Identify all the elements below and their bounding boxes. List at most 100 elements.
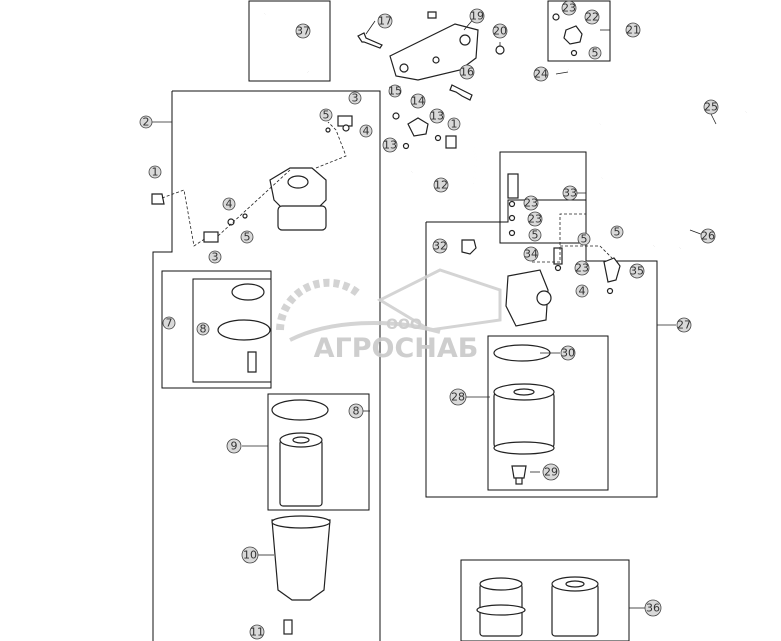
- callout-23-c[interactable]: 23: [574, 260, 590, 276]
- callout-34[interactable]: 34: [523, 246, 539, 262]
- svg-text:23: 23: [575, 262, 589, 275]
- filter-head-27-drawing: [505, 269, 549, 327]
- svg-text:26: 26: [701, 230, 715, 243]
- filter-element-9-body: [279, 439, 323, 507]
- svg-text:17: 17: [378, 15, 392, 28]
- filter-head-2-base: [277, 205, 327, 231]
- watermark-gear-icon: [276, 278, 363, 331]
- svg-text:16: 16: [460, 66, 474, 79]
- svg-text:34: 34: [524, 248, 538, 261]
- callout-25[interactable]: 25: [703, 99, 719, 115]
- callouts: 37 17 19 20 16 23 22 21 5 24 25 2 1 3 5 …: [139, 0, 719, 640]
- svg-text:5: 5: [581, 233, 588, 246]
- callout-26[interactable]: 26: [700, 228, 716, 244]
- callout-23-top[interactable]: 23: [561, 0, 577, 16]
- callout-22[interactable]: 22: [584, 9, 600, 25]
- fitting-34-drawing: [553, 247, 563, 265]
- callout-5-21[interactable]: 5: [588, 47, 602, 60]
- oring-5-21-drawing: [570, 49, 578, 57]
- fitting-3-lower-drawing: [203, 231, 219, 243]
- oring-4-27-drawing: [606, 287, 614, 295]
- callout-5-33[interactable]: 5: [528, 229, 542, 242]
- callout-37[interactable]: 37: [295, 23, 311, 39]
- callout-7[interactable]: 7: [162, 317, 176, 330]
- callout-24[interactable]: 24: [533, 66, 549, 82]
- callout-3-upper[interactable]: 3: [348, 92, 362, 105]
- svg-text:23: 23: [528, 213, 542, 226]
- callout-4-upper[interactable]: 4: [359, 125, 373, 138]
- callout-1-right[interactable]: 1: [447, 118, 461, 131]
- callout-19[interactable]: 19: [469, 8, 485, 24]
- callout-4-27[interactable]: 4: [575, 285, 589, 298]
- callout-8-lower[interactable]: 8: [348, 403, 364, 419]
- svg-text:5: 5: [244, 231, 251, 244]
- washer-15-drawing: [392, 112, 400, 120]
- valve-7-drawing: [247, 351, 257, 373]
- svg-text:22: 22: [585, 11, 599, 24]
- callout-5-lower[interactable]: 5: [240, 231, 254, 244]
- svg-text:8: 8: [353, 405, 360, 418]
- svg-text:5: 5: [614, 226, 621, 239]
- oring-4-upper-drawing: [342, 124, 350, 132]
- callout-1-left[interactable]: 1: [148, 166, 162, 179]
- callout-11[interactable]: 11: [249, 624, 265, 640]
- callout-33[interactable]: 33: [562, 185, 578, 201]
- callout-13-lower[interactable]: 13: [382, 137, 398, 153]
- callout-8-upper[interactable]: 8: [196, 323, 210, 336]
- oring-8-lower-drawing: [271, 399, 329, 421]
- svg-text:36: 36: [646, 602, 660, 615]
- callout-5-upper[interactable]: 5: [319, 109, 333, 122]
- callout-36[interactable]: 36: [644, 599, 662, 617]
- box-28: [487, 335, 609, 491]
- callout-5-35[interactable]: 5: [610, 226, 624, 239]
- parts: [151, 11, 747, 637]
- fitting-32-drawing: [461, 239, 477, 255]
- oring-23c-drawing: [554, 264, 562, 272]
- callout-17[interactable]: 17: [377, 13, 393, 29]
- group-boxes: [152, 0, 658, 641]
- svg-text:4: 4: [579, 285, 586, 298]
- callout-16[interactable]: 16: [459, 64, 475, 80]
- box-36: [460, 559, 630, 641]
- callout-32[interactable]: 32: [432, 238, 448, 254]
- bowl-10-rim: [271, 515, 331, 529]
- filter-36b-body: [551, 583, 599, 637]
- callout-30[interactable]: 30: [560, 345, 576, 361]
- callout-21[interactable]: 21: [625, 22, 641, 38]
- callout-29[interactable]: 29: [542, 463, 560, 481]
- callout-2[interactable]: 2: [139, 116, 153, 129]
- callout-23-b[interactable]: 23: [527, 211, 543, 227]
- svg-text:32: 32: [433, 240, 447, 253]
- bowl-10-drawing: [271, 519, 331, 601]
- callout-28[interactable]: 28: [449, 388, 467, 406]
- oring-4-lower-drawing: [227, 218, 235, 226]
- callout-4-lower[interactable]: 4: [222, 198, 236, 211]
- callout-27[interactable]: 27: [676, 317, 692, 333]
- oring-5-lower-drawing: [242, 213, 248, 219]
- callout-35[interactable]: 35: [629, 263, 645, 279]
- washer-13a-drawing: [434, 134, 442, 142]
- svg-text:2: 2: [143, 116, 150, 129]
- callout-12[interactable]: 12: [433, 177, 449, 193]
- callout-5-34[interactable]: 5: [577, 233, 591, 246]
- callout-23-a[interactable]: 23: [523, 195, 539, 211]
- hose-24-inner: [567, 68, 606, 125]
- callout-9[interactable]: 9: [226, 438, 242, 454]
- filter-head-2-port: [287, 175, 309, 189]
- fitting-22-drawing: [563, 25, 583, 45]
- fitting-33-drawing: [507, 173, 519, 199]
- oring-5-upper-drawing: [325, 127, 331, 133]
- callout-15[interactable]: 15: [388, 85, 402, 98]
- filter-28-hub: [513, 388, 535, 396]
- callout-3-lower[interactable]: 3: [208, 251, 222, 264]
- drain-29-stem: [515, 477, 523, 485]
- callout-13-upper[interactable]: 13: [429, 108, 445, 124]
- oring-23a-drawing: [508, 200, 516, 208]
- callout-10[interactable]: 10: [241, 546, 259, 564]
- svg-text:5: 5: [323, 109, 330, 122]
- svg-text:1: 1: [451, 118, 458, 131]
- pipe-26-inner: [653, 210, 694, 249]
- callout-20[interactable]: 20: [492, 23, 508, 39]
- callout-14[interactable]: 14: [410, 93, 426, 109]
